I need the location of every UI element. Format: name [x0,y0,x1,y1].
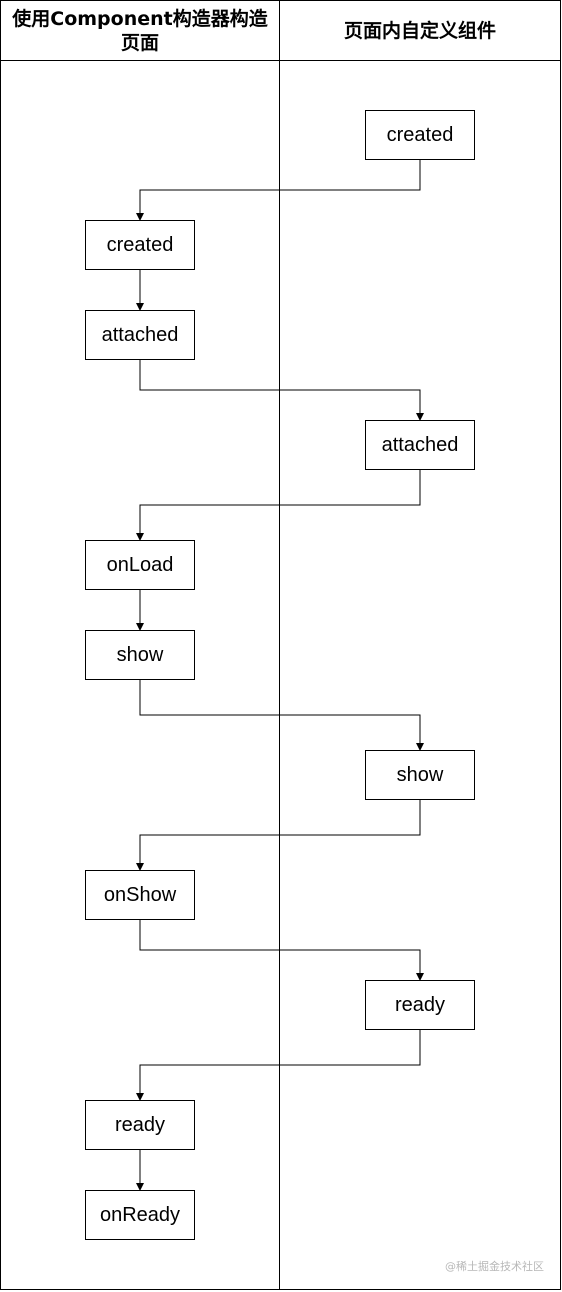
node-page-onready: onReady [85,1190,195,1240]
node-page-show: show [85,630,195,680]
node-page-created: created [85,220,195,270]
swimlane-custom-component: 页面内自定义组件 [280,0,561,1290]
node-page-onload: onLoad [85,540,195,590]
node-component-created: created [365,110,475,160]
node-page-ready: ready [85,1100,195,1150]
node-page-attached: attached [85,310,195,360]
node-page-onshow: onShow [85,870,195,920]
node-component-show: show [365,750,475,800]
node-component-ready: ready [365,980,475,1030]
lane-header-component-page: 使用Component构造器构造页面 [1,1,279,61]
watermark: @稀土掘金技术社区 [445,1260,544,1273]
lane-header-custom-component: 页面内自定义组件 [280,1,560,61]
swimlane-component-page: 使用Component构造器构造页面 [0,0,280,1290]
node-component-attached: attached [365,420,475,470]
